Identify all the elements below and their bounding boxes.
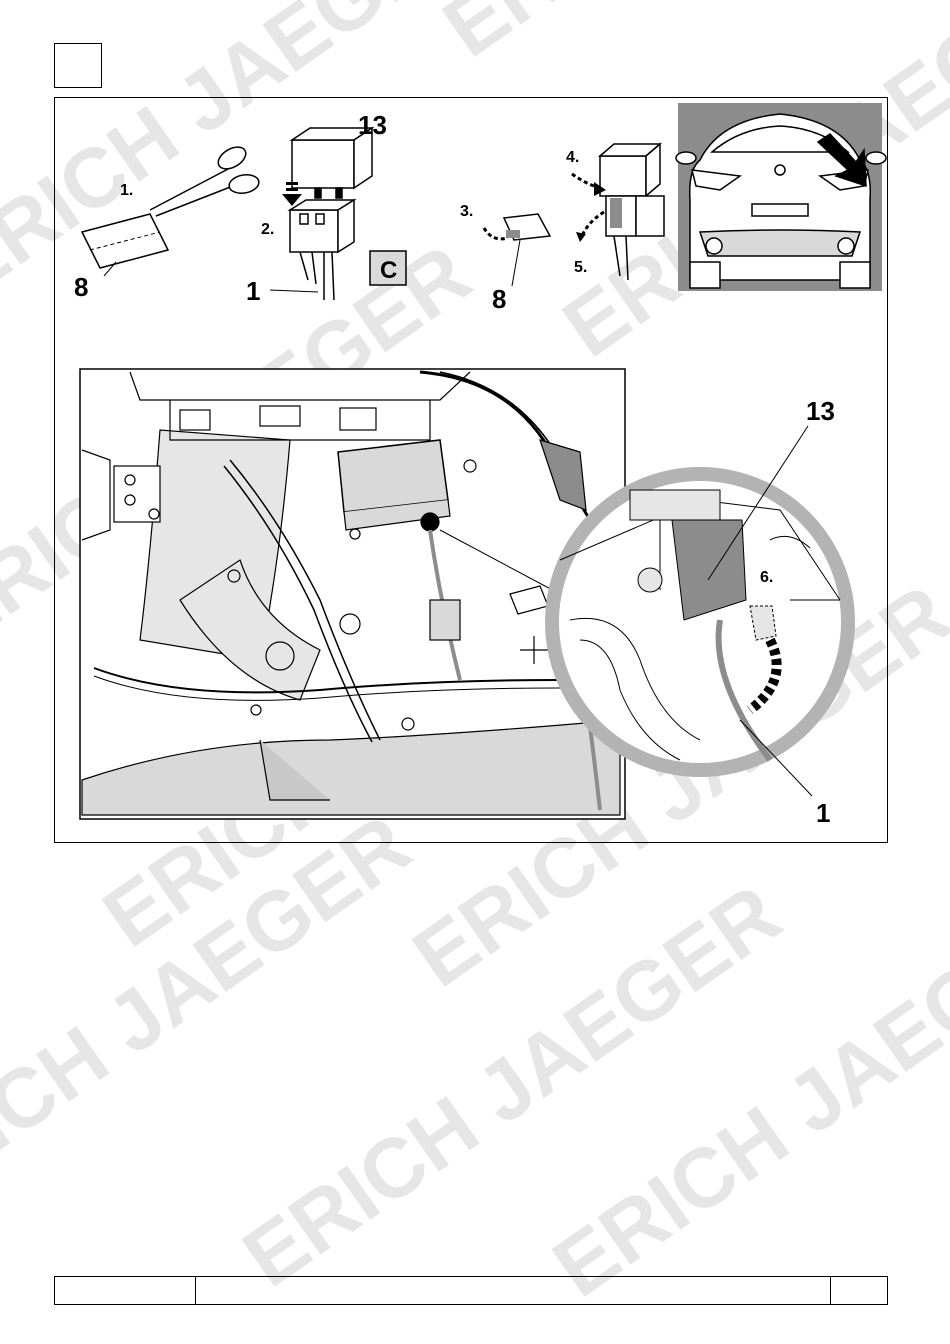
- footer-middle-cell: [196, 1277, 831, 1304]
- footer-right-cell: [831, 1277, 887, 1304]
- leader-line: [270, 290, 318, 292]
- car-rear-icon: [676, 103, 886, 291]
- step-6-label: 6.: [760, 569, 773, 586]
- footer-left-cell: [55, 1277, 196, 1304]
- relay-socket-icon: [290, 200, 354, 300]
- step-5-label: 5.: [574, 259, 587, 276]
- step-4-label: 4.: [566, 149, 579, 166]
- label-8-mid: 8: [492, 284, 506, 314]
- step-3-label: 3.: [460, 203, 473, 220]
- tape-icon: [82, 214, 168, 276]
- footer-bar: [54, 1276, 888, 1305]
- label-8-left: 8: [74, 272, 88, 302]
- callout-1: 1: [816, 798, 830, 828]
- variant-c-label: C: [380, 257, 397, 284]
- label-1-top: 1: [246, 276, 260, 306]
- step-2-label: 2.: [261, 221, 274, 238]
- magnifier-detail: [552, 474, 848, 770]
- scissors-icon: [150, 143, 260, 216]
- callout-13: 13: [806, 396, 835, 426]
- label-13-top: 13: [358, 110, 387, 140]
- relay-mounted-icon: [600, 144, 664, 280]
- step-1-label: 1.: [120, 182, 133, 199]
- tape-peel-icon: [484, 214, 550, 286]
